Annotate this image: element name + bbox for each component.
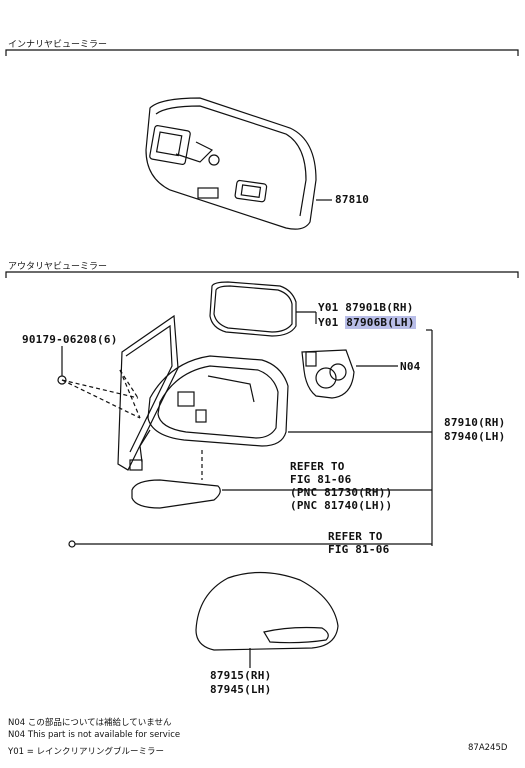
- y01-prefix: Y01: [318, 316, 339, 329]
- part-label-87810: 87810: [335, 193, 370, 206]
- refer-note-2: REFER TO FIG 81-06: [328, 530, 389, 556]
- screw-drawing: [57, 346, 432, 548]
- figure-id: 87A245D: [468, 743, 508, 753]
- section-inner-bracket: [5, 49, 519, 56]
- section-title-outer: アウタリヤビューミラー: [8, 262, 108, 272]
- refer-line: REFER TO: [290, 460, 345, 473]
- y01-prefix: Y01: [318, 301, 339, 314]
- mirror-cover-drawing: [195, 571, 339, 668]
- refer-line: (PNC 81730(RH)): [290, 486, 393, 499]
- part-label-87940: 87940(LH): [444, 430, 506, 443]
- part-label-87945: 87945(LH): [210, 683, 272, 696]
- refer-note-1: REFER TO FIG 81-06 (PNC 81730(RH)) (PNC …: [290, 460, 392, 512]
- part-label-y01-lh: Y01 87906B(LH): [318, 316, 416, 329]
- part-number-87901b: 87901B(RH): [345, 301, 414, 314]
- part-label-n04: N04: [400, 360, 421, 373]
- mirror-motor-drawing: [301, 349, 398, 399]
- part-label-y01-rh: Y01 87901B(RH): [318, 301, 414, 314]
- part-label-87910: 87910(RH): [444, 416, 506, 429]
- mirror-glass-drawing: [209, 281, 317, 337]
- note-n04-jp: N04 この部品については補給していません: [8, 718, 172, 728]
- refer-line: FIG 81-06: [290, 473, 352, 486]
- section-title-inner: インナリヤビューミラー: [8, 40, 108, 50]
- turn-signal-drawing: [131, 450, 432, 509]
- note-n04-en: N04 This part is not available for servi…: [8, 730, 181, 740]
- refer-line: FIG 81-06: [328, 543, 390, 556]
- section-outer-bracket: [5, 271, 519, 278]
- refer-line: REFER TO: [328, 530, 383, 543]
- outer-mirror-drawing: [117, 314, 432, 471]
- note-y01-jp: Y01 = レインクリアリングブルーミラー: [8, 747, 165, 757]
- part-number-87906b-highlighted: 87906B(LH): [345, 316, 416, 329]
- part-label-87915: 87915(RH): [210, 669, 272, 682]
- refer-line: (PNC 81740(LH)): [290, 499, 393, 512]
- inner-mirror-drawing: [145, 97, 332, 230]
- part-label-90179: 90179-06208(6): [22, 333, 118, 346]
